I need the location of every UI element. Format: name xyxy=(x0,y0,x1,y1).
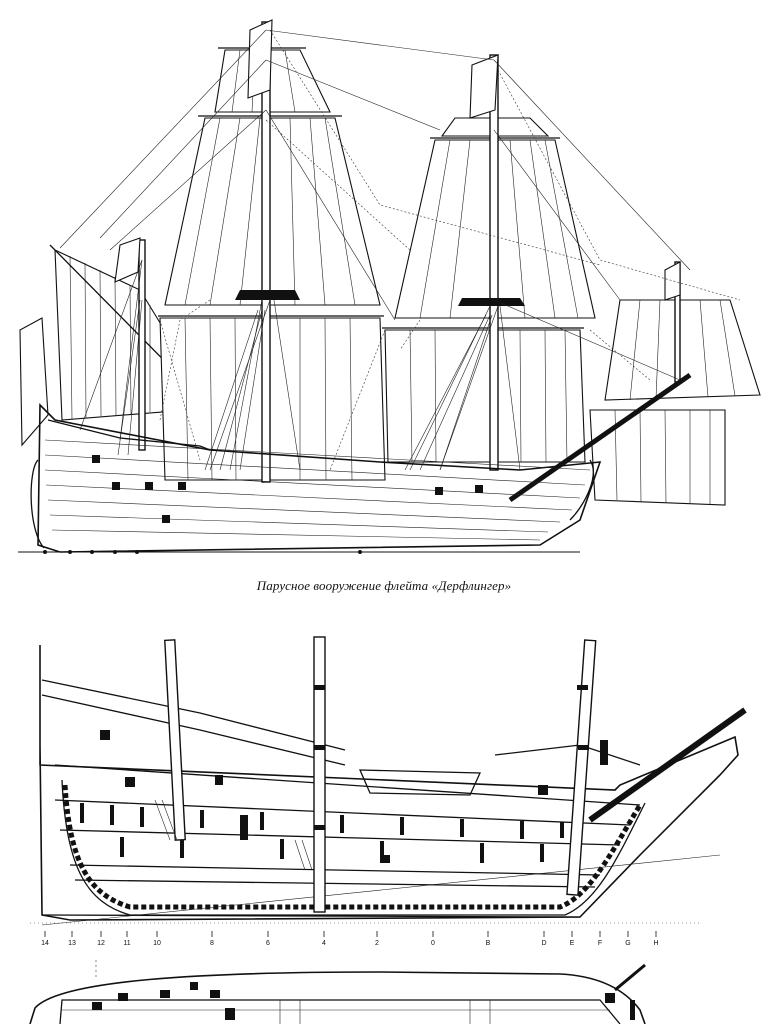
section-bowsprit xyxy=(588,707,747,823)
station-label: 2 xyxy=(375,940,379,947)
sail-plan-svg xyxy=(18,19,761,554)
station-label: B xyxy=(486,940,491,947)
sprit-topsail xyxy=(604,299,761,401)
section-svg: 14 13 12 11 10 8 6 4 2 0 B D E F G H xyxy=(30,636,747,947)
station-label: 12 xyxy=(97,940,105,947)
station-label: 14 xyxy=(41,940,49,947)
hull xyxy=(37,403,602,553)
lower-deck xyxy=(59,829,621,846)
sprit-flag xyxy=(664,261,681,301)
main-topsail xyxy=(164,117,381,306)
deck-plan-drawing xyxy=(0,960,768,1024)
bowsprit xyxy=(508,372,692,503)
station-label: G xyxy=(625,940,630,947)
station-label: 6 xyxy=(266,940,270,947)
station-label: 0 xyxy=(431,940,435,947)
standing-rigging xyxy=(59,29,691,471)
deck-plan-svg xyxy=(29,960,646,1024)
sail-plan-drawing xyxy=(18,19,761,554)
ships-boat xyxy=(358,769,481,796)
main-topgallant-sail xyxy=(214,49,331,113)
section-hull xyxy=(39,735,739,921)
fore-mast xyxy=(489,54,499,471)
station-label: 13 xyxy=(68,940,76,947)
station-label: 11 xyxy=(123,940,130,947)
section-fore-mast xyxy=(566,639,597,896)
figure-caption: Парусное вооружение флейта «Дерфлингер» xyxy=(256,578,512,593)
station-label: 10 xyxy=(153,940,161,947)
station-label: F xyxy=(598,940,602,947)
main-mast xyxy=(261,21,271,483)
main-flag xyxy=(247,19,273,99)
section-main-mast xyxy=(313,636,326,913)
longitudinal-section-drawing: 14 13 12 11 10 8 6 4 2 0 B D E F G H xyxy=(0,625,768,955)
stern-post xyxy=(30,459,45,549)
station-label: 4 xyxy=(322,940,326,947)
station-label: 8 xyxy=(210,940,214,947)
fore-course-sail xyxy=(384,329,586,463)
stern-flag xyxy=(19,317,49,447)
bow-head xyxy=(569,459,594,521)
section-mizzen-mast xyxy=(164,639,186,841)
upper-deck xyxy=(54,764,641,806)
station-label: H xyxy=(653,940,658,947)
mizzen-mast xyxy=(138,239,146,451)
spritsail xyxy=(589,409,726,506)
station-label: D xyxy=(541,940,546,947)
fore-flag xyxy=(469,54,499,119)
station-label: E xyxy=(570,940,575,947)
mizzen-flag xyxy=(114,237,141,283)
main-course-sail xyxy=(159,317,386,481)
frames xyxy=(62,784,643,910)
